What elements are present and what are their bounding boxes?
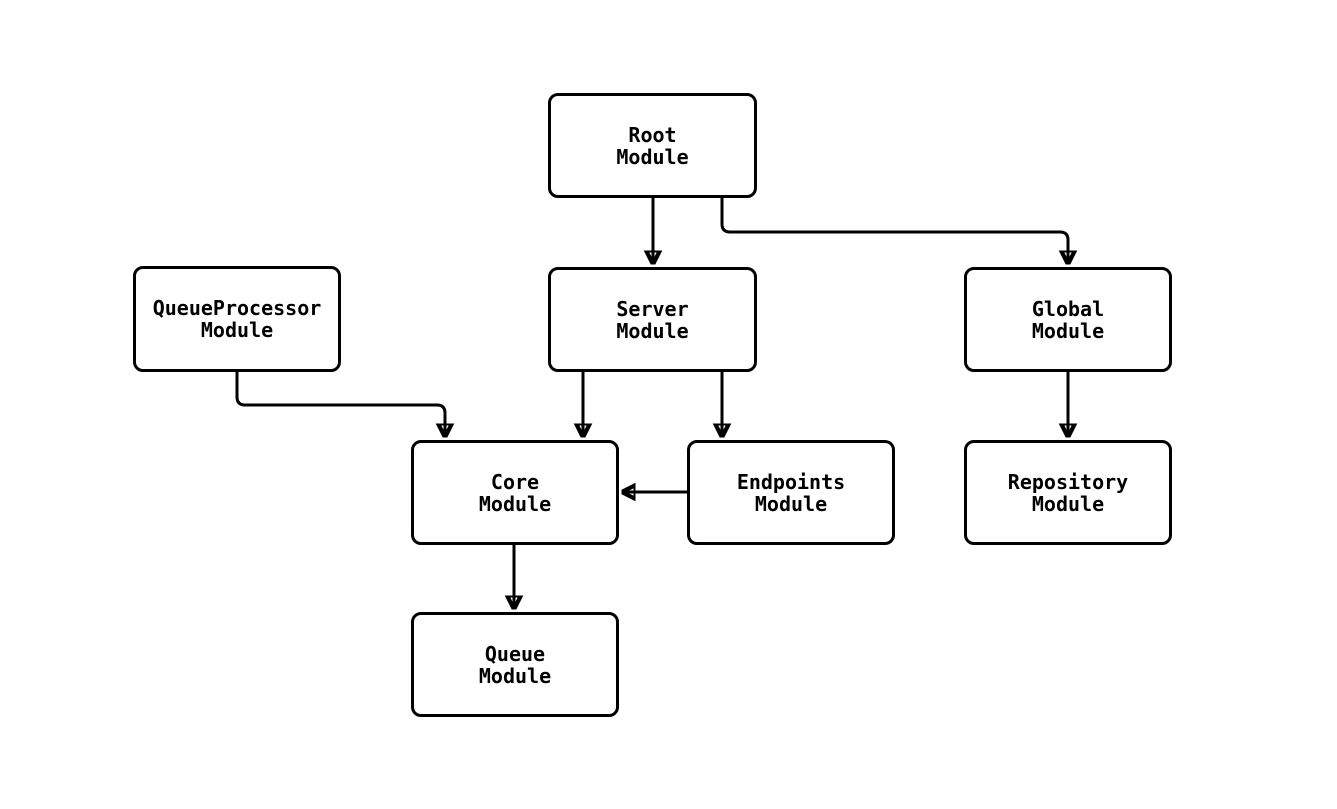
node-global-module: Global Module [964, 267, 1172, 372]
edge-queueprocessor-to-core [235, 372, 445, 436]
node-queueprocessor-module: QueueProcessor Module [133, 266, 341, 372]
node-server-module: Server Module [548, 267, 757, 372]
node-core-module: Core Module [411, 440, 619, 545]
edge-root-to-global [720, 198, 1068, 263]
node-repository-module: Repository Module [964, 440, 1172, 545]
node-root-module: Root Module [548, 93, 757, 198]
node-queue-module: Queue Module [411, 612, 619, 717]
node-endpoints-module: Endpoints Module [687, 440, 895, 545]
